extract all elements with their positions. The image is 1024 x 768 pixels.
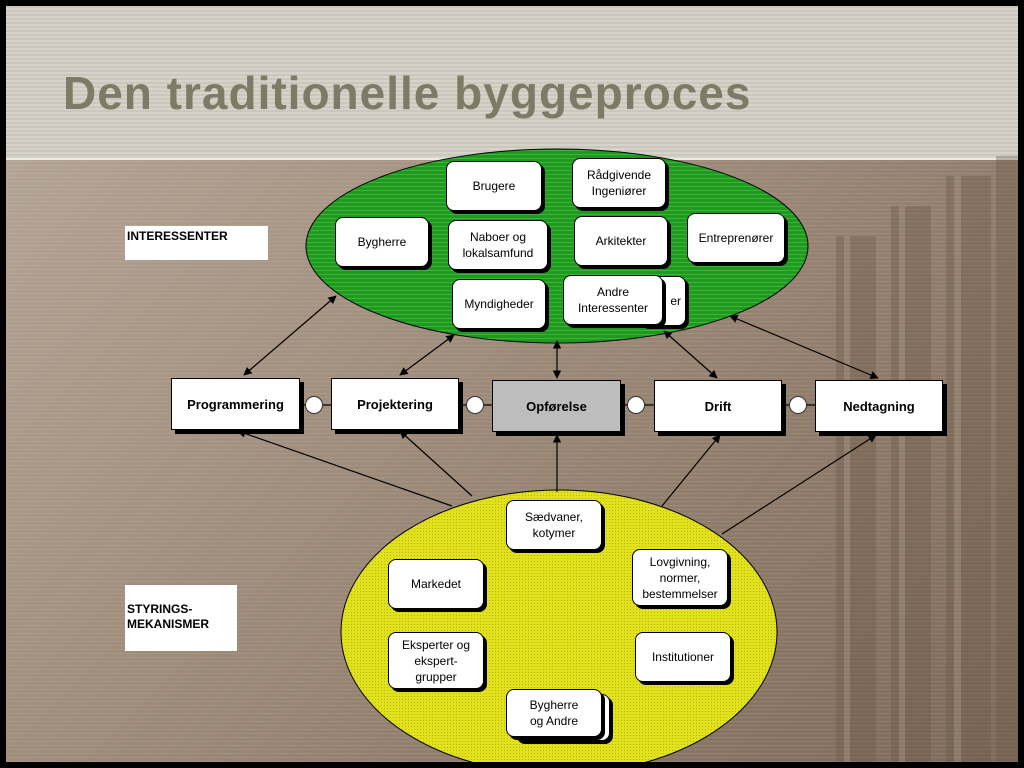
- phase-programmering-text: Programmering: [187, 396, 284, 412]
- label-styrings-line1: STYRINGS-: [127, 602, 193, 616]
- node-brugere-text: Brugere: [472, 179, 516, 193]
- node-entreprenorer-text: Entreprenører: [698, 231, 774, 245]
- phase-connector-3: [627, 396, 645, 414]
- phase-opforelse: Opførelse: [492, 380, 621, 432]
- phase-projektering: Projektering: [331, 378, 459, 430]
- node-entreprenorer: Entreprenører: [687, 213, 785, 263]
- node-myndigheder-text: Myndigheder: [464, 297, 534, 311]
- node-naboer-line1: Naboer og: [469, 230, 527, 244]
- node-bygherre-og-andre: Bygherre og Andre: [506, 689, 602, 737]
- background-columns: [836, 156, 1018, 762]
- node-markedet: Markedet: [388, 559, 484, 609]
- phase-projektering-text: Projektering: [357, 396, 433, 412]
- node-radgivende-line1: Rådgivende: [586, 168, 652, 182]
- arrow-stakeholders-programmering: [243, 295, 337, 376]
- label-styrings-line2: MEKANISMER: [127, 617, 210, 631]
- node-myndigheder: Myndigheder: [452, 279, 546, 329]
- label-interessenter: INTERESSENTER: [125, 226, 268, 260]
- phase-nedtagning-text: Nedtagning: [843, 398, 915, 414]
- node-naboer-line2: lokalsamfund: [462, 246, 534, 260]
- node-institutioner-text: Institutioner: [651, 650, 715, 664]
- node-lovgivning: Lovgivning, normer, bestemmelser: [632, 549, 728, 606]
- node-brugere: Brugere: [446, 161, 542, 211]
- node-bygherre-text: Bygherre: [357, 235, 407, 249]
- node-naboer-lokalsamfund: Naboer og lokalsamfund: [448, 220, 548, 270]
- arrow-mechanisms-projektering: [399, 430, 473, 497]
- phase-connector-4: [789, 396, 807, 414]
- phase-programmering: Programmering: [171, 378, 300, 430]
- arrow-mechanisms-programmering: [237, 429, 453, 507]
- node-andre-interessenter: Andre Interessenter: [563, 275, 663, 325]
- node-bygherre: Bygherre: [335, 217, 429, 267]
- arrow-stakeholders-projektering: [399, 334, 455, 376]
- node-bygherre-andre-line2: og Andre: [529, 714, 579, 728]
- phase-connector-1: [305, 396, 323, 414]
- node-lovgivning-line2: normer,: [659, 570, 701, 585]
- node-andre-line2: Interessenter: [577, 301, 649, 315]
- node-andre-line1: Andre: [596, 285, 630, 299]
- node-arkitekter-text: Arkitekter: [595, 234, 647, 248]
- node-markedet-text: Markedet: [410, 577, 462, 591]
- node-eksperter-line1: Eksperter og: [401, 637, 471, 652]
- node-eksperter-line2: ekspert-: [414, 653, 458, 668]
- phase-nedtagning: Nedtagning: [815, 380, 943, 432]
- node-eksperter-line3: grupper: [415, 669, 457, 684]
- node-saedvaner-kotymer: Sædvaner, kotymer: [506, 500, 602, 550]
- slide-title: Den traditionelle byggeproces: [63, 67, 752, 119]
- arrow-stakeholders-nedtagning: [729, 315, 879, 379]
- node-lovgivning-line3: bestemmelser: [642, 586, 718, 601]
- label-interessenter-text: INTERESSENTER: [127, 229, 228, 243]
- arrow-stakeholders-drift: [663, 330, 718, 379]
- node-radgivende-line2: Ingeniører: [591, 184, 647, 198]
- arrow-mechanisms-drift: [661, 434, 721, 507]
- phase-connector-2: [466, 396, 484, 414]
- node-saedvaner-line1: Sædvaner,: [524, 510, 584, 524]
- phase-opforelse-text: Opførelse: [526, 398, 587, 414]
- arrow-mechanisms-nedtagning: [721, 434, 877, 535]
- node-saedvaner-line2: kotymer: [532, 526, 576, 540]
- slide: Den traditionelle byggeproces: [6, 6, 1018, 762]
- label-styringsmekanismer: STYRINGS- MEKANISMER: [125, 585, 237, 651]
- node-lovgivning-line1: Lovgivning,: [649, 554, 711, 569]
- phase-drift-text: Drift: [704, 398, 732, 414]
- node-arkitekter: Arkitekter: [574, 216, 668, 266]
- phase-drift: Drift: [654, 380, 782, 432]
- node-radgivende-ingeniorer: Rådgivende Ingeniører: [572, 158, 666, 208]
- node-institutioner: Institutioner: [635, 632, 731, 682]
- node-hidden-stakeholder-text: er: [670, 294, 681, 308]
- header-band: [6, 6, 1018, 158]
- node-bygherre-andre-line1: Bygherre: [529, 698, 579, 712]
- node-eksperter: Eksperter og ekspert- grupper: [388, 632, 484, 689]
